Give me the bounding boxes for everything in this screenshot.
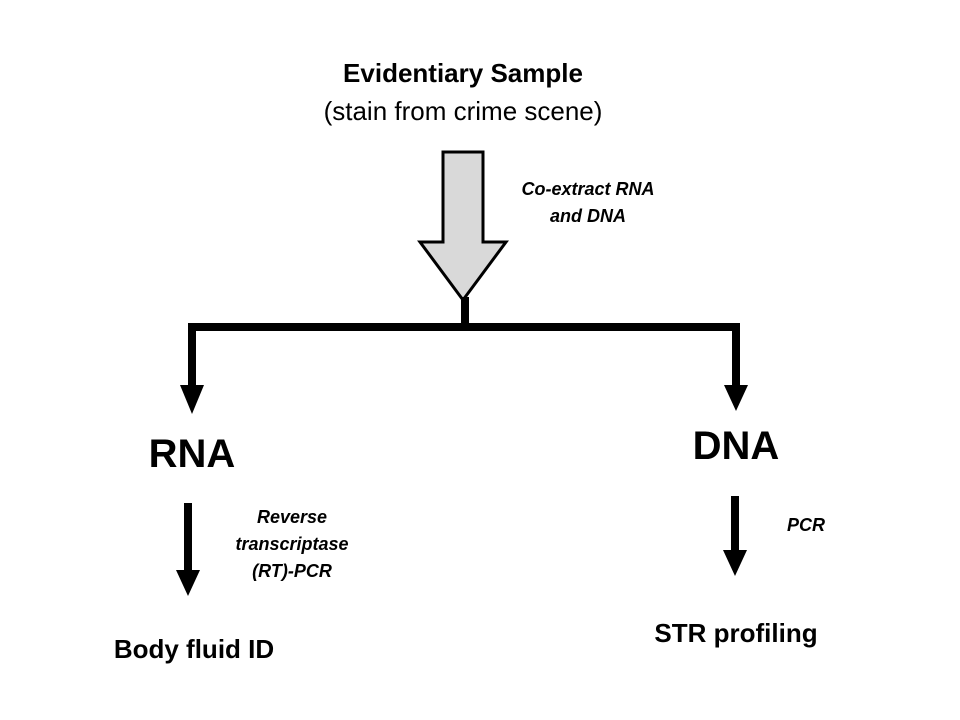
rna-label: RNA bbox=[148, 432, 236, 476]
rna-branch-line bbox=[188, 323, 196, 385]
dna-result: STR profiling bbox=[654, 618, 818, 648]
branch-bar bbox=[188, 323, 740, 331]
sample-title: Evidentiary Sample bbox=[343, 58, 583, 88]
dna-label: DNA bbox=[692, 424, 780, 468]
rna-method-arrowhead bbox=[176, 570, 200, 596]
extraction-note-line2: and DNA bbox=[550, 206, 626, 226]
rna-method-line3: (RT)-PCR bbox=[252, 561, 332, 581]
rna-method-line2: transcriptase bbox=[235, 534, 349, 554]
rna-method-line1: Reverse bbox=[256, 507, 328, 527]
extraction-arrow bbox=[417, 150, 509, 303]
rna-branch-arrowhead bbox=[180, 385, 204, 414]
rna-result: Body fluid ID bbox=[113, 634, 275, 664]
dna-method-line bbox=[731, 496, 739, 552]
sample-subtitle: (stain from crime scene) bbox=[323, 96, 603, 126]
dna-method-arrowhead bbox=[723, 550, 747, 576]
dna-method-label: PCR bbox=[786, 515, 825, 535]
extraction-note-line1: Co-extract RNA bbox=[521, 179, 655, 199]
dna-branch-arrowhead bbox=[724, 385, 748, 411]
split-stem bbox=[461, 297, 469, 327]
rna-method-line bbox=[184, 503, 192, 573]
dna-branch-line bbox=[732, 323, 740, 385]
